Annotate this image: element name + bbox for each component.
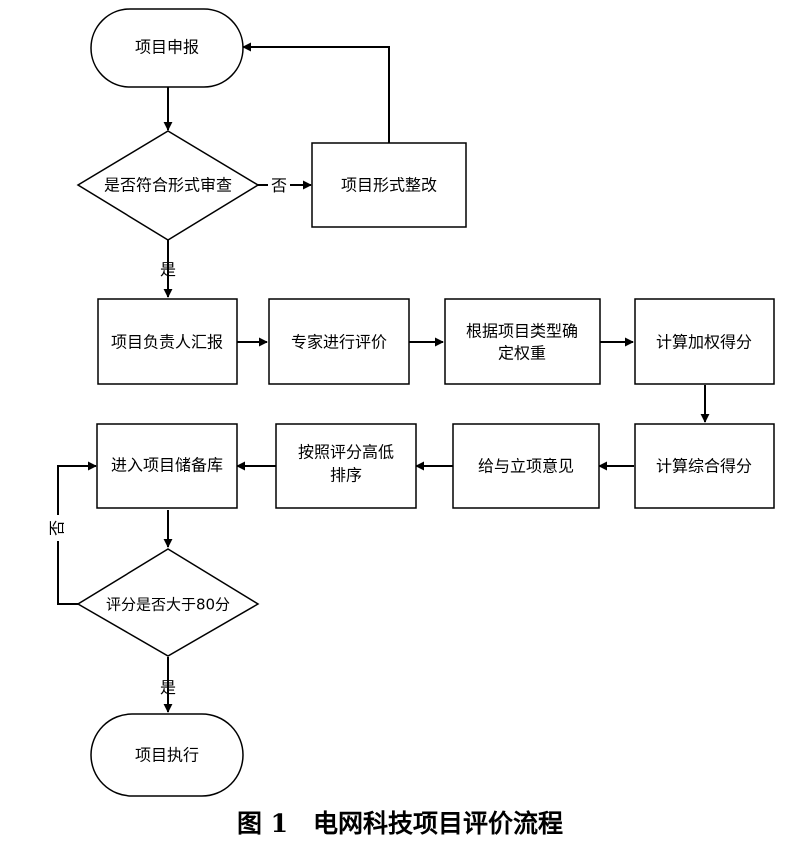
- node-check-score: 评分是否大于80分: [76, 548, 260, 657]
- node-execute: 项目执行: [90, 713, 244, 797]
- edge-fix-to-start: [242, 42, 390, 143]
- figure-caption: 图 1 电网科技项目评价流程: [237, 809, 563, 838]
- node-label-line-1: 根据项目类型确: [466, 322, 578, 341]
- node-label: 项目形式整改: [341, 176, 437, 195]
- node-label: 评分是否大于80分: [106, 596, 230, 614]
- node-rank: 按照评分高低 排序: [275, 423, 417, 509]
- node-total-score: 计算综合得分: [634, 423, 775, 509]
- node-label: 是否符合形式审查: [104, 176, 232, 195]
- edge-label-no-form: 否: [271, 176, 287, 195]
- process-shape: [634, 423, 775, 509]
- process-shape: [96, 423, 238, 509]
- process-shape: [452, 423, 600, 509]
- node-label: 计算综合得分: [656, 457, 752, 476]
- node-label: 给与立项意见: [478, 457, 574, 476]
- node-form-fix: 项目形式整改: [311, 142, 467, 228]
- node-weighted-score: 计算加权得分: [634, 298, 775, 385]
- process-shape: [275, 423, 417, 509]
- node-label: 项目执行: [135, 746, 199, 765]
- edge-label-yes-form: 是: [160, 260, 176, 279]
- edge-label-yes-score: 是: [160, 678, 176, 697]
- node-weight: 根据项目类型确 定权重: [444, 298, 601, 385]
- node-report: 项目负责人汇报: [97, 298, 238, 385]
- edge-label-no-score: 否: [48, 520, 67, 536]
- decision-shape: [76, 548, 260, 657]
- node-label: 进入项目储备库: [111, 456, 223, 475]
- node-expert: 专家进行评价: [268, 298, 410, 385]
- process-shape: [634, 298, 775, 385]
- node-label-line-2: 排序: [330, 466, 362, 485]
- terminal-shape: [90, 8, 244, 88]
- node-label: 项目负责人汇报: [111, 333, 223, 352]
- node-opinion: 给与立项意见: [452, 423, 600, 509]
- node-label-line-2: 定权重: [498, 344, 546, 363]
- decision-shape: [76, 130, 260, 241]
- edge-label-bg: [47, 515, 69, 541]
- edge-label-bg: [268, 174, 290, 196]
- node-check-form: 是否符合形式审查: [76, 130, 260, 241]
- node-label: 项目申报: [135, 38, 199, 57]
- node-label: 专家进行评价: [291, 333, 387, 352]
- process-shape: [97, 298, 238, 385]
- process-shape: [268, 298, 410, 385]
- process-shape: [311, 142, 467, 228]
- terminal-shape: [90, 713, 244, 797]
- node-label: 计算加权得分: [656, 333, 752, 352]
- node-label-line-1: 按照评分高低: [298, 443, 394, 462]
- process-shape: [444, 298, 601, 385]
- node-reserve: 进入项目储备库: [96, 423, 238, 509]
- node-start: 项目申报: [90, 8, 244, 88]
